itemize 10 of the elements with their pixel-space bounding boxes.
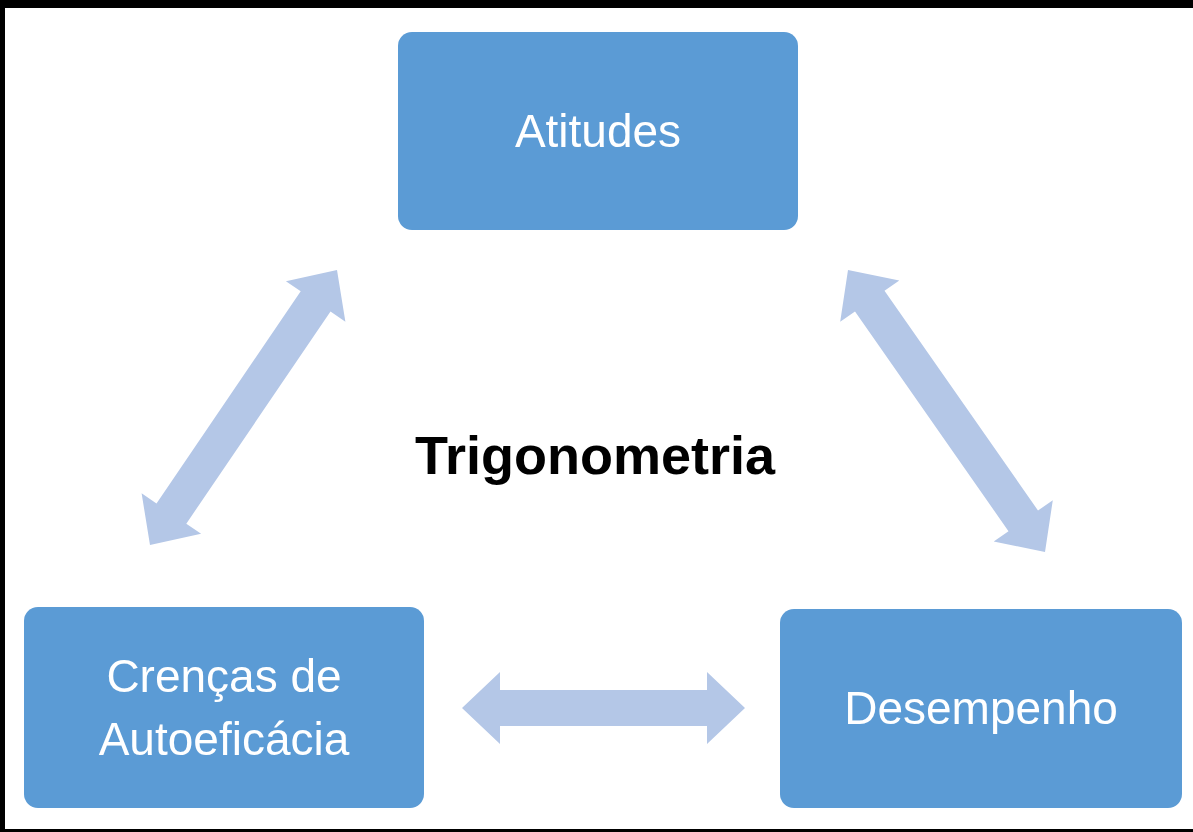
double-arrow [141,270,346,545]
rounded-box [398,32,798,230]
rounded-box [780,609,1182,808]
box-label: Desempenho [844,681,1118,737]
box-label: Crenças de Autoeficácia [97,649,351,767]
double-arrow [840,270,1053,552]
box-label: Atitudes [514,103,682,159]
double-arrow [462,672,745,744]
rounded-box [24,607,424,808]
center-title: Trigonometria [413,424,777,487]
